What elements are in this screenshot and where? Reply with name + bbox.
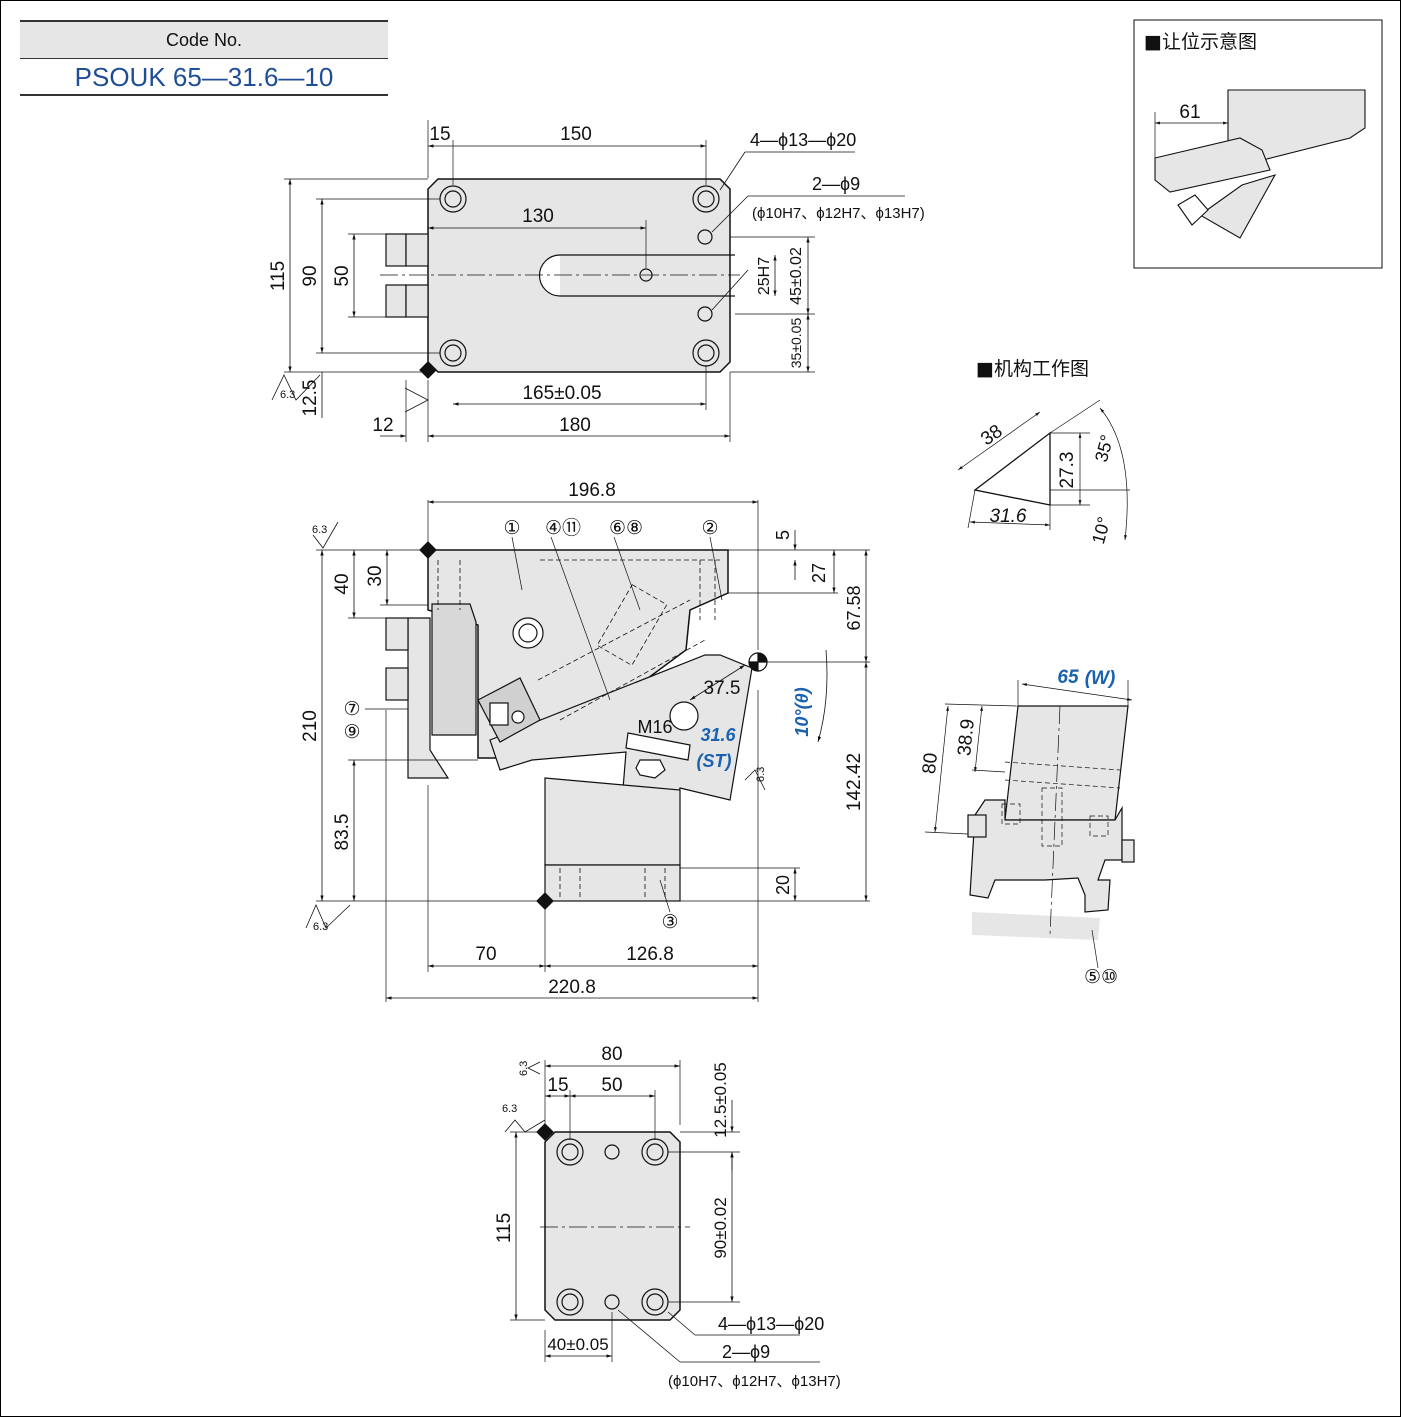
dim-130: 130 [522,206,554,227]
dim-142-42: 142.42 [844,753,865,811]
dim-25h7: 25H7 [756,257,773,295]
stroke-label: (ST) [697,751,732,771]
clearance-title: ■让位示意图 [1144,31,1257,53]
dim-80: 80 [601,1044,622,1065]
clearance-diagram: ■让位示意图 61 [1133,19,1383,269]
dim-38-9: 38.9 [954,718,979,757]
code-no-header: Code No. [20,20,388,59]
width-label: (W) [1085,668,1116,689]
roughness-mark: 6.3 [502,1103,517,1115]
bottom-view-labels: 80 15 50 12.5±0.05 115 90±0.02 40±0.05 4… [494,1044,841,1390]
front-view-labels: 196.8 ① ④⑪ ⑥⑧ ② 5 27 67.58 40 30 210 ⑦ ⑨… [300,480,865,998]
top-view-labels: 15 150 4—ϕ13—ϕ20 2—ϕ9 (ϕ10H7、ϕ12H7、ϕ13H7… [268,124,925,436]
roughness-mark: 6.3 [755,767,767,782]
mount-hole [692,185,720,213]
part-callout-5-10: ⑤⑩ [1084,967,1118,988]
dim-220-8: 220.8 [548,977,596,998]
holes-small-note: 2—ϕ9 [722,1342,770,1362]
dim-15: 15 [547,1075,568,1096]
holes-large-note: 4—ϕ13—ϕ20 [718,1314,824,1334]
angle-10: 10° [1088,515,1114,546]
dim-61: 61 [1179,102,1200,123]
angle-35: 35° [1091,433,1117,464]
top-view [271,120,905,442]
dim-67-58: 67.58 [844,585,864,630]
part-callout-3: ③ [661,912,678,933]
dim-50: 50 [332,265,353,286]
dim-90: 90±0.02 [711,1197,730,1258]
dim-40: 40 [332,573,353,594]
dim-80: 80 [919,752,942,775]
dim-50: 50 [601,1075,622,1096]
dim-12-5: 12.5 [300,380,321,417]
dim-115: 115 [494,1213,515,1243]
dim-38: 38 [977,421,1006,450]
dim-30: 30 [365,565,386,586]
stroke-value: 31.6 [700,725,736,745]
dim-126-8: 126.8 [626,944,674,965]
dim-20: 20 [773,875,793,895]
dim-35: 35±0.05 [788,318,804,369]
part-callout-1: ① [503,518,520,539]
dim-37-5: 37.5 [704,678,741,699]
roughness-mark: 6.3 [313,921,328,933]
side-view: 65 (W) 80 38.9 ⑤⑩ [919,667,1135,988]
holes-small-fit: (ϕ10H7、ϕ12H7、ϕ13H7) [668,1373,841,1390]
part-callout-4-11: ④⑪ [545,517,581,539]
mount-hole [556,1288,584,1316]
holes-small-fit: (ϕ10H7、ϕ12H7、ϕ13H7) [752,205,925,222]
dim-45: 45±0.02 [788,247,805,305]
holes-large-note: 4—ϕ13—ϕ20 [750,130,856,150]
dim-40: 40±0.05 [547,1335,608,1354]
thread-m16: M16 [637,717,672,737]
dim-5: 5 [773,530,793,540]
dim-12: 12 [372,415,393,436]
dim-31-6: 31.6 [990,506,1027,527]
dim-180: 180 [559,415,591,436]
dim-90: 90 [300,265,321,286]
part-callout-7: ⑦ [343,699,360,720]
mechanism-title: ■机构工作图 [976,358,1089,380]
code-no-value: PSOUK 65—31.6—10 [20,58,388,96]
dim-83-5: 83.5 [332,814,353,851]
dim-70: 70 [475,944,496,965]
dim-150: 150 [560,124,592,145]
dim-12-5: 12.5±0.05 [711,1062,730,1138]
dim-27: 27 [809,563,829,583]
holes-small-note: 2—ϕ9 [812,174,860,194]
part-callout-6-8: ⑥⑧ [609,518,643,539]
bottom-view [504,1060,820,1363]
dim-115: 115 [268,261,289,291]
dim-27-3: 27.3 [1057,452,1078,489]
part-callout-9: ⑨ [343,722,360,743]
dim-15: 15 [429,124,450,145]
roughness-mark: 6.3 [518,1061,530,1076]
angle-theta: 10°(θ) [792,687,812,736]
roughness-mark: 6.3 [280,389,295,401]
dim-210: 210 [300,710,321,742]
dim-196-8: 196.8 [568,480,616,501]
part-callout-2: ② [701,518,718,539]
dim-165: 165±0.05 [522,383,601,404]
roughness-mark: 6.3 [312,524,327,536]
front-view [305,500,870,1002]
width-value: 65 [1057,667,1079,688]
mechanism-diagram: ■机构工作图 38 27.3 31.6 35° 10° [957,358,1130,546]
